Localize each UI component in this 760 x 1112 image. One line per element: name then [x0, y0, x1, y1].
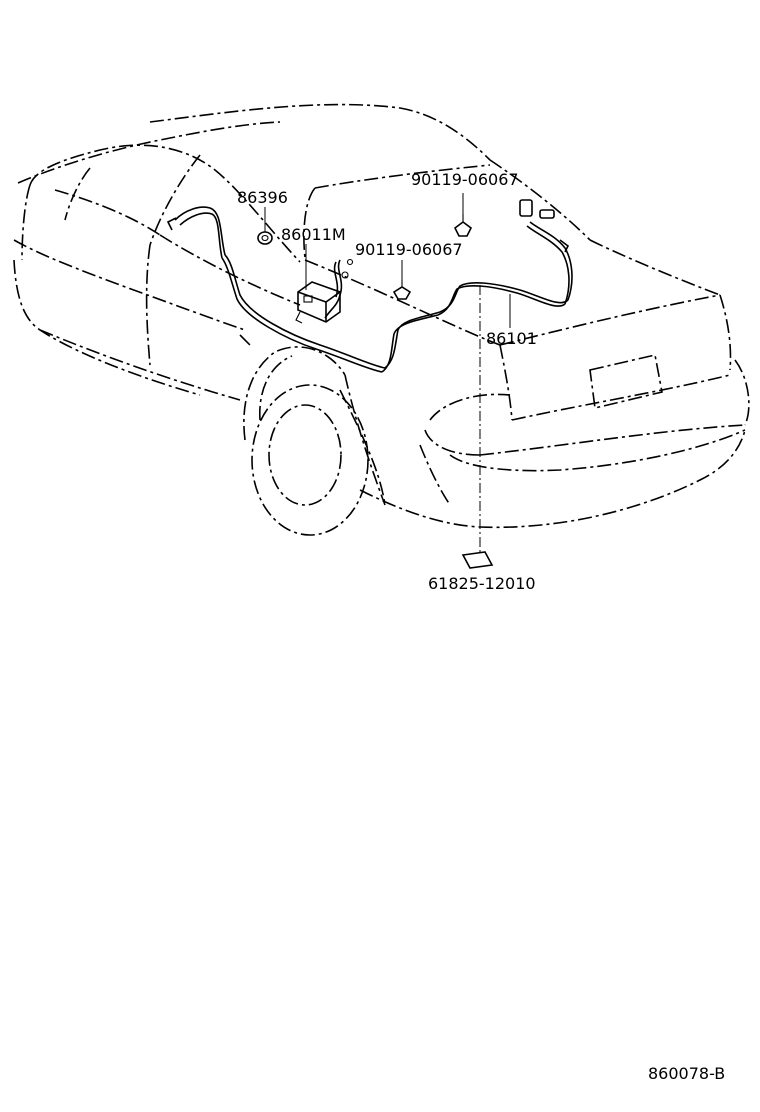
- part-label-86011M: 86011M: [281, 225, 346, 244]
- screw-mid: [392, 280, 412, 300]
- leader-lines: [264, 193, 511, 552]
- screw-top: [453, 214, 473, 237]
- label-plate-61825: [461, 551, 494, 569]
- part-label-86101: 86101: [486, 329, 537, 348]
- antenna-amplifier: [295, 281, 341, 324]
- part-label-90119-top: 90119-06067: [411, 170, 519, 189]
- part-label-61825: 61825-12010: [428, 574, 536, 593]
- part-label-90119-mid: 90119-06067: [355, 240, 463, 259]
- part-label-86396: 86396: [237, 188, 288, 207]
- figure-code: 860078-B: [648, 1064, 725, 1083]
- car-body-outline: [13, 103, 750, 536]
- clip-86396: [257, 231, 273, 245]
